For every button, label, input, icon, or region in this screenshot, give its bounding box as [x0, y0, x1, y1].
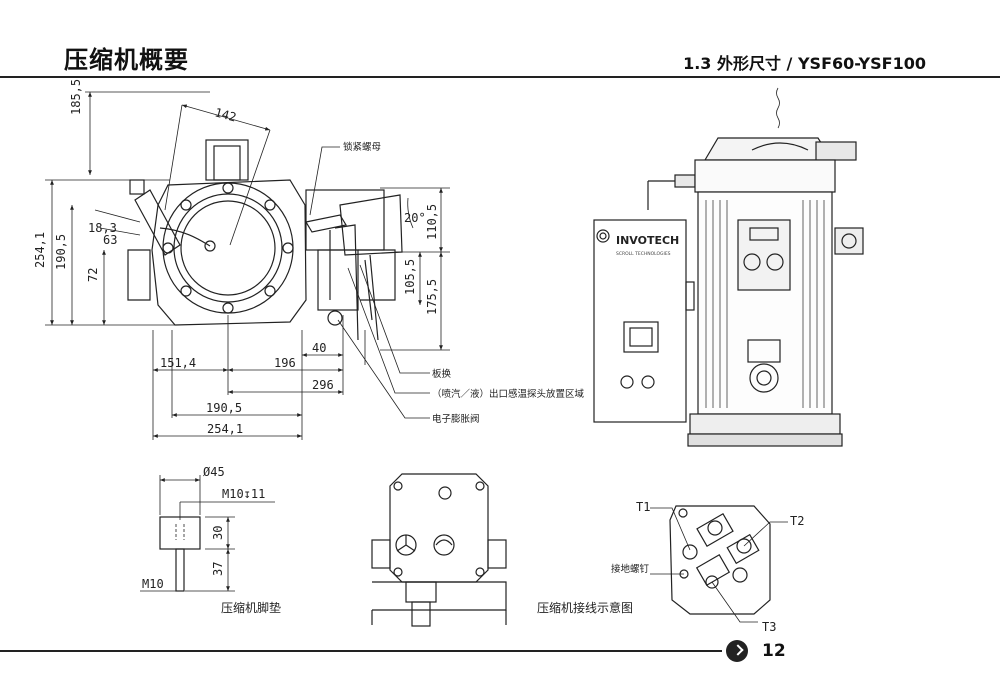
dim-angle-20: 20°	[404, 211, 426, 225]
next-page-icon[interactable]	[726, 640, 748, 662]
dim-190-5-bottom: 190,5	[206, 401, 242, 415]
brand-name: INVOTECH	[616, 234, 679, 247]
terminal-t2: T2	[790, 514, 804, 528]
wiring-caption: 压缩机接线示意图	[537, 600, 633, 615]
product-view	[593, 87, 864, 447]
dim-254-1-left: 254,1	[33, 232, 47, 268]
dim-110-5: 110,5	[425, 204, 439, 240]
dim-185-5: 185,5	[69, 79, 83, 115]
dim-142: 142	[213, 105, 238, 124]
dim-105-5: 105,5	[403, 259, 417, 295]
wiring-detail	[669, 505, 771, 615]
brand-subtitle: SCROLL TECHNOLOGIES	[616, 251, 671, 257]
side-view	[305, 189, 403, 341]
dim-m10-depth: M10↧11	[222, 487, 265, 501]
dim-190-5-left: 190,5	[54, 234, 68, 270]
dim-63: 63	[103, 233, 117, 247]
dim-196: 196	[274, 356, 296, 370]
label-sensor-zone: （喷汽／液）出口感温探头放置区域	[432, 388, 585, 400]
dim-phi45: Ø45	[203, 465, 225, 479]
terminal-t1: T1	[636, 500, 650, 514]
terminal-t3: T3	[762, 620, 776, 634]
section-title: 1.3 外形尺寸 / YSF60-YSF100	[683, 54, 926, 73]
foot-detail	[159, 516, 201, 592]
dim-30: 30	[211, 526, 225, 540]
label-lock-nut: 锁紧螺母	[343, 141, 381, 153]
footer-divider	[0, 650, 722, 652]
header-divider	[0, 76, 1000, 78]
dim-175-5: 175,5	[425, 279, 439, 315]
label-plate: 板换	[432, 368, 452, 380]
ground-screw-label: 接地螺钉	[611, 563, 650, 575]
page-title: 压缩机概要	[64, 46, 189, 74]
label-exv: 电子膨胀阀	[432, 413, 480, 425]
dim-151-4: 151,4	[160, 356, 196, 370]
page-number: 12	[762, 641, 786, 661]
dim-296: 296	[312, 378, 334, 392]
terminal-box-detail	[371, 473, 507, 627]
foot-caption: 压缩机脚垫	[221, 600, 281, 615]
dim-40: 40	[312, 341, 326, 355]
dim-m10: M10	[142, 577, 164, 591]
dim-72: 72	[86, 268, 100, 282]
dim-18-3: 18,3	[88, 221, 117, 235]
dim-254-1-bottom: 254,1	[207, 422, 243, 436]
front-view	[127, 139, 347, 326]
dim-37: 37	[211, 562, 225, 576]
